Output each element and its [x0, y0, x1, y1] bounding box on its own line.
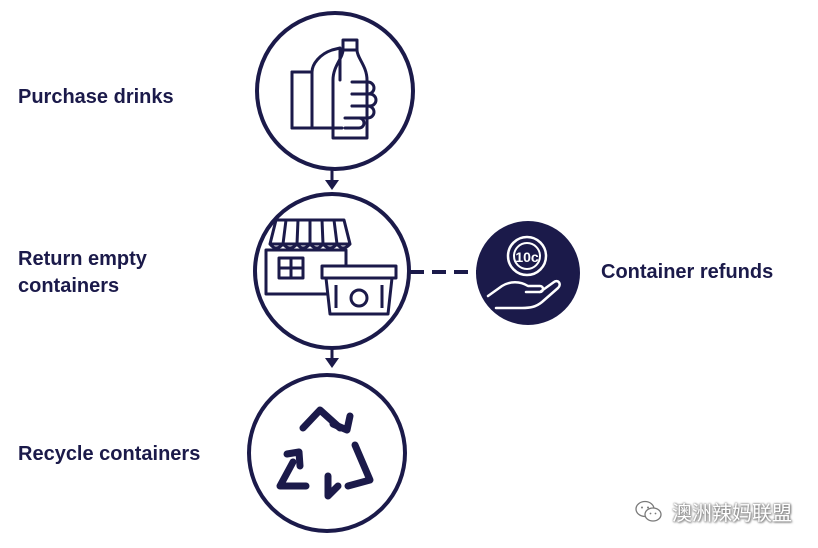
recycle-icon: [276, 406, 374, 500]
coin-text: 10c: [515, 249, 539, 265]
refund-circle: 10c: [476, 221, 580, 325]
wechat-icon: [635, 500, 662, 522]
recycling-bin-icon: [320, 264, 398, 316]
watermark: 澳洲辣妈联盟: [634, 497, 792, 526]
step-circle-return: [253, 192, 411, 350]
label-return-containers: Return empty containers: [18, 248, 147, 297]
label-recycle-containers: Recycle containers: [18, 443, 201, 465]
watermark-text: 澳洲辣妈联盟: [672, 501, 792, 525]
step-circle-recycle: [247, 373, 407, 533]
step-circle-purchase: [255, 11, 415, 171]
hand-bottle-icon: [290, 38, 378, 140]
label-purchase-drinks: Purchase drinks: [18, 86, 174, 108]
label-container-refunds: Container refunds: [601, 261, 774, 283]
hand-coin-icon: [486, 235, 561, 310]
